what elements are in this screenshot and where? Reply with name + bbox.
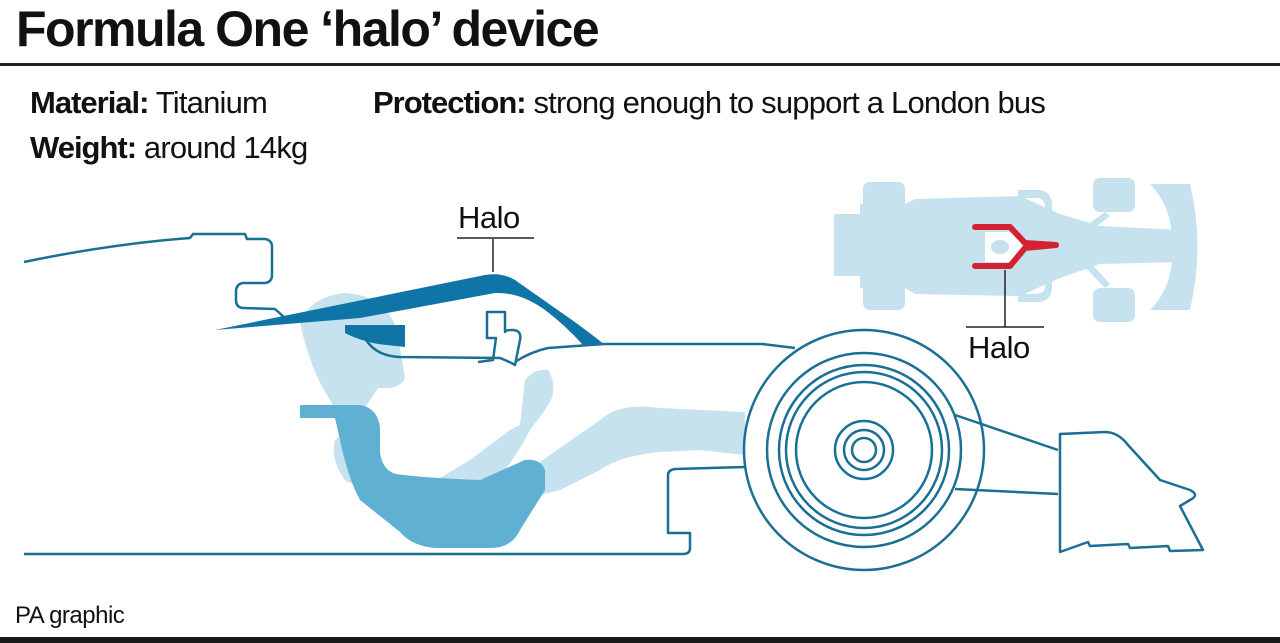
seat-icon [300, 405, 545, 548]
halo-top-view-icon [972, 224, 1059, 269]
fact-material: Material: Titanium [30, 84, 268, 122]
footer-divider [0, 637, 1280, 643]
fact-label: Material: [30, 85, 149, 120]
halo-side-label: Halo [458, 200, 520, 235]
halo-side-view-icon [215, 274, 605, 345]
fact-value: around 14kg [143, 130, 308, 165]
page-title: Formula One ‘halo’ device [16, 1, 600, 57]
credit-text: PA graphic [15, 602, 125, 629]
driver-silhouette-icon [300, 293, 745, 510]
title-divider [0, 63, 1280, 66]
fact-protection: Protection: strong enough to support a L… [373, 84, 1046, 122]
fact-value: Titanium [155, 85, 268, 120]
halo-top-label: Halo [968, 330, 1030, 365]
fact-value: strong enough to support a London bus [533, 85, 1046, 120]
fact-weight: Weight: around 14kg [30, 129, 308, 167]
fact-label: Weight: [30, 130, 137, 165]
fact-label: Protection: [373, 85, 527, 120]
